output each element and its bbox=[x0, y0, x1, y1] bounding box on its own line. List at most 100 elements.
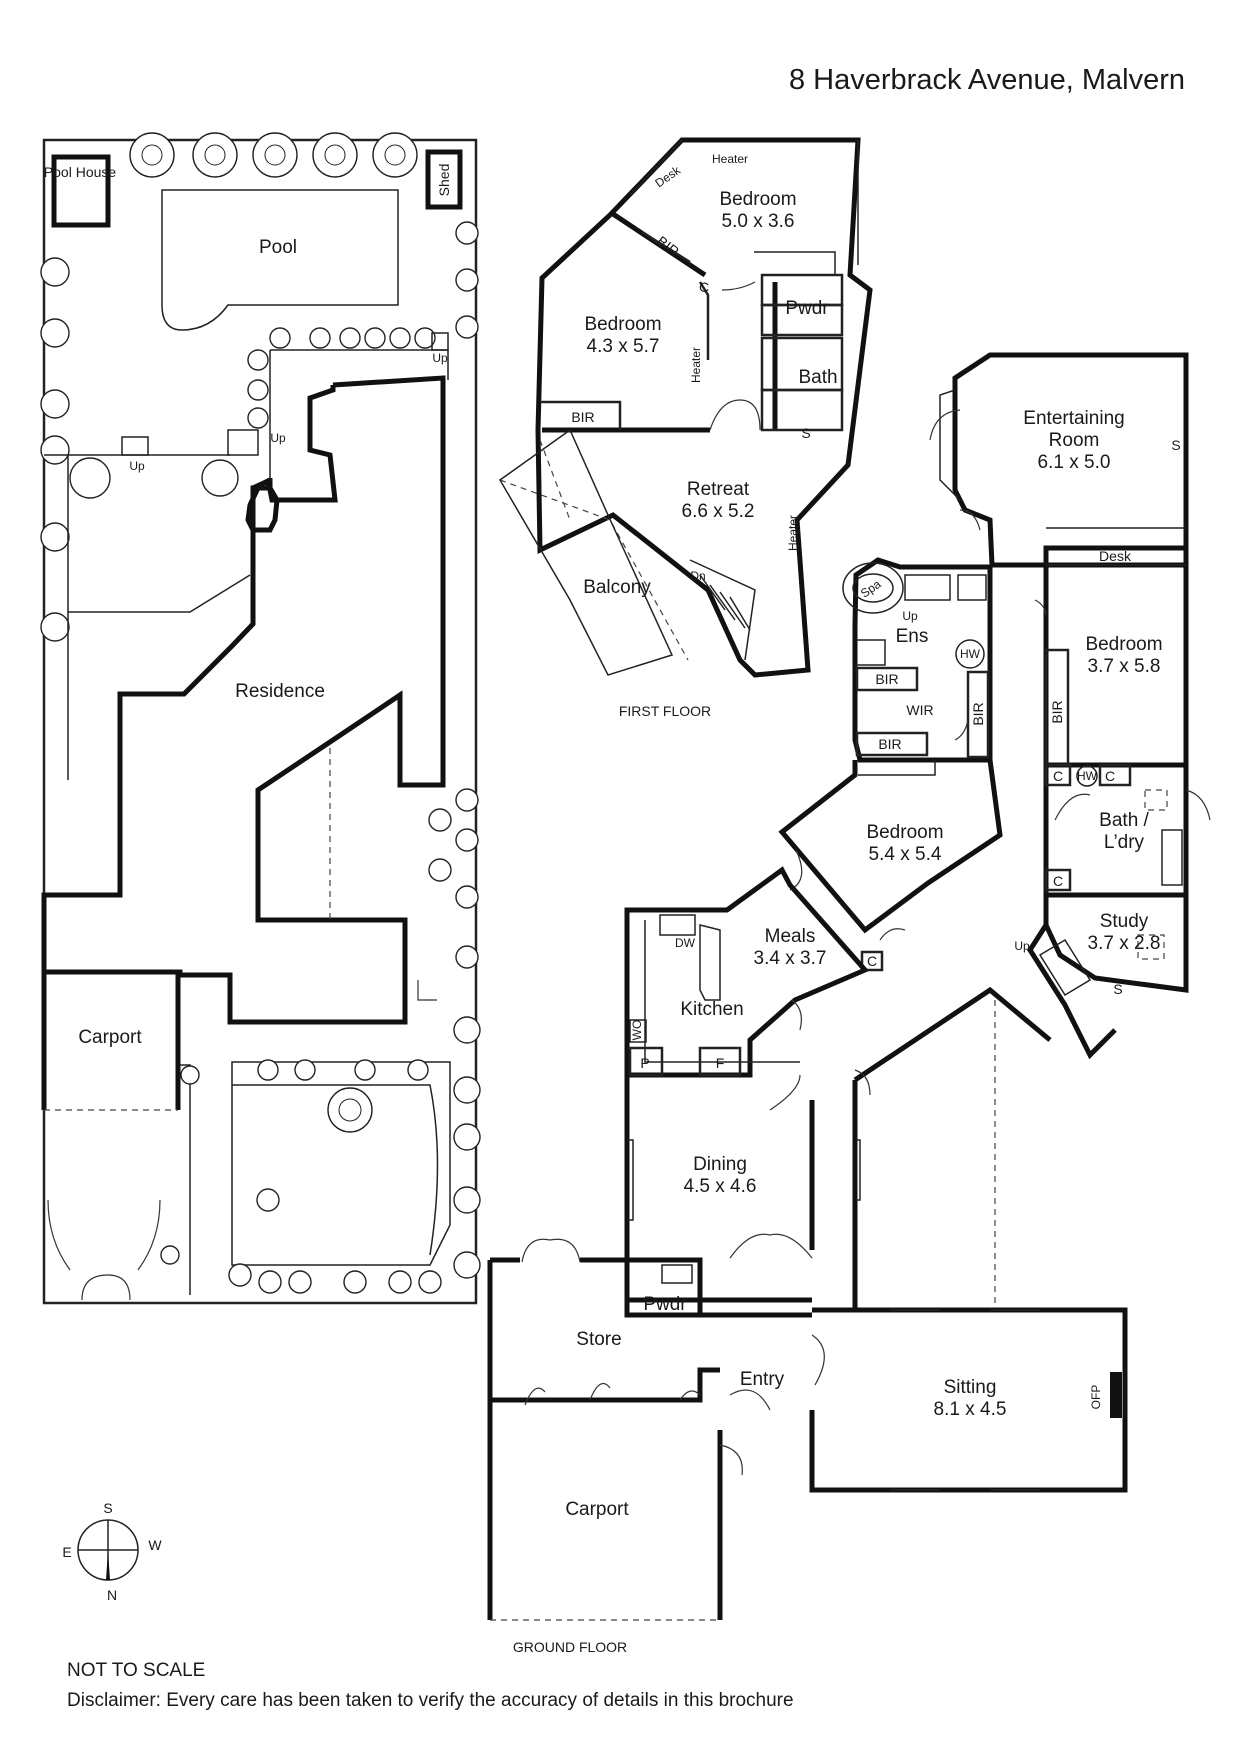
gf-desk-label: Desk bbox=[1099, 548, 1132, 564]
gf-ent-s-label: S bbox=[1171, 437, 1180, 453]
gf-study-s: S bbox=[1113, 981, 1122, 997]
gf-store-label: Store bbox=[576, 1329, 621, 1350]
gf-wir-label: WIR bbox=[906, 702, 933, 718]
ff-bath-label: Bath bbox=[798, 367, 837, 388]
gf-entry-label: Entry bbox=[740, 1369, 785, 1390]
site-carport-label: Carport bbox=[78, 1027, 142, 1048]
gf-carport-label: Carport bbox=[565, 1499, 629, 1520]
site-carport-outline bbox=[41, 969, 181, 1110]
compass-s: S bbox=[103, 1500, 112, 1516]
ff-dn-label: Dn bbox=[690, 569, 705, 583]
gf-bir-a: BIR bbox=[875, 671, 898, 687]
gf-ens-label: Ens bbox=[896, 626, 929, 647]
gf-bedroom-middle-name: Bedroom bbox=[866, 822, 943, 843]
gf-bir-b: BIR bbox=[878, 736, 901, 752]
gf-kitchen-walls bbox=[624, 866, 870, 1078]
gf-c4-label: C bbox=[867, 953, 877, 969]
gf-bedroom-middle-walls bbox=[778, 759, 1003, 934]
ff-bedroom1-name: Bedroom bbox=[719, 189, 796, 210]
site-boundary bbox=[42, 138, 478, 1305]
gf-f-label: F bbox=[716, 1055, 725, 1071]
tree-row-mid bbox=[247, 327, 436, 429]
gf-c2-label: C bbox=[1105, 768, 1115, 784]
gf-bath-ldry-1: Bath / bbox=[1099, 810, 1149, 831]
gf-hw2-label: HW bbox=[960, 647, 981, 661]
ff-balcony-label: Balcony bbox=[583, 577, 651, 598]
gf-bir-right: BIR bbox=[1049, 700, 1065, 723]
gf-ofp-label: OFP bbox=[1089, 1385, 1103, 1410]
ff-c-label: C bbox=[699, 279, 709, 295]
gf-meals-dims: 3.4 x 3.7 bbox=[754, 948, 827, 969]
compass-n: N bbox=[107, 1587, 117, 1603]
gf-ens-up: Up bbox=[902, 609, 918, 623]
property-address-title: 8 Haverbrack Avenue, Malvern bbox=[789, 64, 1185, 96]
gf-p-label: P bbox=[640, 1055, 649, 1071]
ff-bir-2: BIR bbox=[571, 409, 594, 425]
tree-column-left bbox=[40, 257, 239, 642]
gf-dining-dims: 4.5 x 4.6 bbox=[684, 1176, 757, 1197]
gf-c1-label: C bbox=[1053, 768, 1063, 784]
pool-outline bbox=[161, 189, 399, 331]
open-fireplace bbox=[1110, 1372, 1122, 1418]
gf-entertaining-name-2: Room bbox=[1049, 430, 1100, 451]
ff-retreat-name: Retreat bbox=[687, 479, 750, 500]
gf-c3-label: C bbox=[1053, 873, 1063, 889]
compass-icon: S N E W bbox=[62, 1500, 162, 1603]
ff-heater-1: Heater bbox=[712, 152, 748, 166]
ff-retreat-dims: 6.6 x 5.2 bbox=[682, 501, 755, 522]
pool-house bbox=[51, 154, 111, 228]
gf-bedroom-middle-dims: 5.4 x 5.4 bbox=[869, 844, 942, 865]
residence-outline bbox=[41, 375, 446, 1025]
site-plan: Pool House Shed Pool bbox=[40, 132, 481, 1305]
compass-w: W bbox=[148, 1537, 162, 1553]
tree-row-top bbox=[129, 132, 418, 178]
gf-dining-name: Dining bbox=[693, 1154, 747, 1175]
ground-floor-label: GROUND FLOOR bbox=[513, 1639, 627, 1655]
site-up-label-1: Up bbox=[129, 459, 145, 473]
gf-dw-label: DW bbox=[675, 936, 696, 950]
shed bbox=[425, 149, 463, 210]
pool-label: Pool bbox=[259, 237, 297, 258]
ff-heater-3: Heater bbox=[786, 515, 800, 551]
shed-label: Shed bbox=[436, 164, 452, 197]
gf-sitting-dims: 8.1 x 4.5 bbox=[934, 1399, 1007, 1420]
compass-e: E bbox=[62, 1544, 71, 1560]
gf-sitting-name: Sitting bbox=[944, 1377, 997, 1398]
first-floor-stair bbox=[689, 559, 756, 661]
site-up-label-3: Up bbox=[432, 351, 448, 365]
gf-pwdr-label: Pwdr bbox=[643, 1294, 687, 1315]
ff-bedroom2-name: Bedroom bbox=[584, 314, 661, 335]
gf-store-walls bbox=[487, 1257, 812, 1620]
site-up-label-2: Up bbox=[270, 431, 286, 445]
gf-hw1-label: HW bbox=[1077, 769, 1098, 783]
first-floor-walls bbox=[535, 137, 873, 678]
residence-label: Residence bbox=[235, 681, 325, 702]
gf-meals-name: Meals bbox=[765, 926, 816, 947]
ground-floor-plan: Entertaining Room 6.1 x 5.0 S Desk Bedro… bbox=[487, 352, 1211, 1655]
gf-bedroom-right-dims: 3.7 x 5.8 bbox=[1088, 656, 1161, 677]
disclaimer-note: Disclaimer: Every care has been taken to… bbox=[67, 1690, 794, 1711]
first-floor-plan: Bedroom 5.0 x 3.6 Bedroom 4.3 x 5.7 Retr… bbox=[499, 137, 873, 719]
pool-house-label: Pool House bbox=[44, 164, 117, 180]
ff-s-label: S bbox=[801, 425, 810, 441]
tree-row-garden bbox=[160, 1059, 442, 1294]
gf-entertaining-dims: 6.1 x 5.0 bbox=[1038, 452, 1111, 473]
ff-pwdr-label: Pwdr bbox=[785, 298, 829, 319]
tree-column-right bbox=[428, 221, 481, 1279]
gf-spa-label: Spa bbox=[858, 577, 884, 601]
ff-bedroom2-dims: 4.3 x 5.7 bbox=[587, 336, 660, 357]
gf-study-name: Study bbox=[1100, 911, 1149, 932]
first-floor-label: FIRST FLOOR bbox=[619, 703, 711, 719]
gf-kitchen-label: Kitchen bbox=[680, 999, 743, 1020]
gf-study-up: Up bbox=[1014, 939, 1030, 953]
gf-bedroom-right-name: Bedroom bbox=[1085, 634, 1162, 655]
gf-bir-c: BIR bbox=[970, 702, 986, 725]
gf-wo-label: WO bbox=[630, 1020, 644, 1041]
not-to-scale-note: NOT TO SCALE bbox=[67, 1660, 205, 1681]
gf-entertaining-name-1: Entertaining bbox=[1023, 408, 1124, 429]
ff-heater-2: Heater bbox=[689, 347, 703, 383]
ff-bedroom1-dims: 5.0 x 3.6 bbox=[722, 211, 795, 232]
gf-study-dims: 3.7 x 2.8 bbox=[1088, 933, 1161, 954]
gf-bath-ldry-2: L’dry bbox=[1104, 832, 1145, 853]
